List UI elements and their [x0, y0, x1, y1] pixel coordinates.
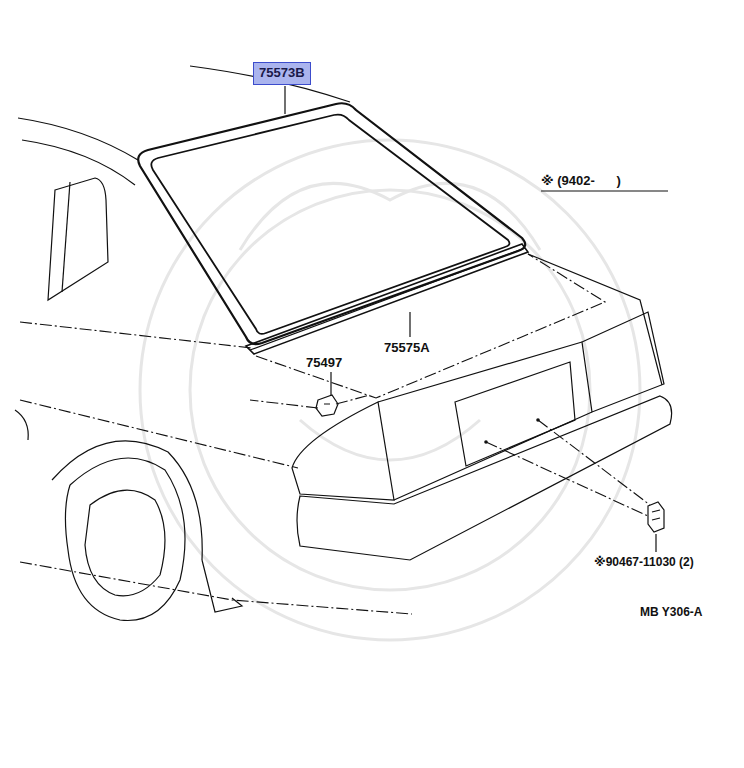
clip-locator [250, 395, 370, 408]
leader-line [330, 372, 331, 396]
window-post [62, 182, 70, 292]
callout-number: 75575A [384, 341, 430, 355]
tail-light-right [582, 312, 664, 412]
wheel-rim [85, 490, 165, 596]
weatherstrip-groove [250, 248, 525, 350]
clip-part [316, 395, 338, 416]
license-recess [455, 362, 575, 466]
tail-light-left [292, 402, 394, 500]
part-number: 75573B [259, 66, 305, 80]
window-inner [151, 115, 509, 334]
leader-line [409, 312, 410, 337]
clip-locator [486, 420, 650, 516]
side-line [20, 400, 298, 468]
leader-line [284, 86, 285, 114]
belt-line [20, 322, 252, 348]
rear-corner [528, 254, 662, 385]
window-outer [138, 103, 525, 344]
door-edge [15, 410, 28, 440]
clip-part [648, 502, 664, 532]
callout-number: ※90467-11030 (2) [594, 556, 694, 569]
callout-number: 75497 [306, 356, 342, 370]
weatherstrip [246, 244, 528, 354]
side-window [48, 178, 108, 300]
tire [65, 458, 185, 621]
leader-line [655, 534, 656, 552]
trunk-lid [256, 254, 605, 398]
rear-bumper [297, 396, 672, 560]
underline [541, 190, 668, 191]
highlighted-part-box: 75573B [253, 62, 311, 85]
figure-code: MB Y306-A [640, 606, 702, 619]
c-pillar [22, 140, 135, 185]
mud-flap [202, 560, 242, 612]
date-note: ※ (9402- ) [541, 174, 621, 188]
watermark-emblem [140, 140, 640, 640]
